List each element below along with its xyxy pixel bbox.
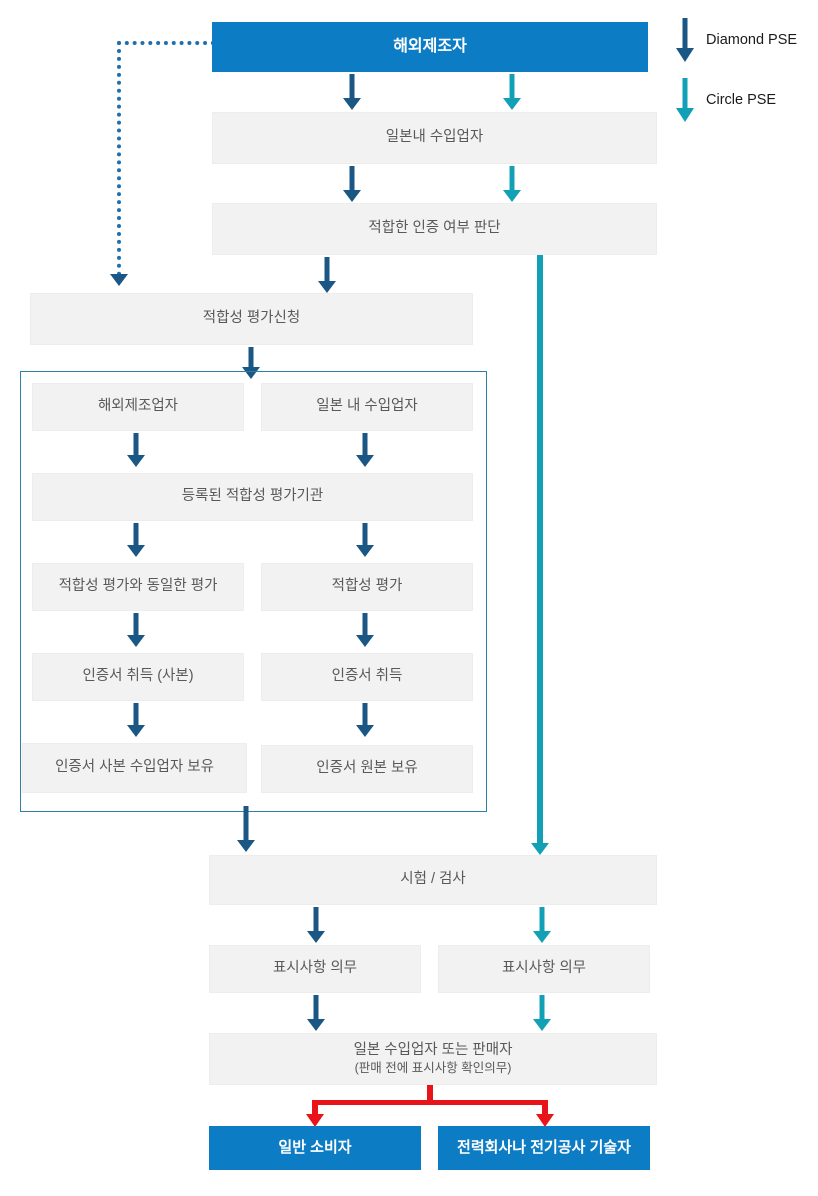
node-label-line1: 일본 수입업자 또는 판매자 <box>353 1042 513 1059</box>
node-same-evaluation[interactable]: 적합성 평가와 동일한 평가 <box>32 563 244 611</box>
legend-item-circle-pse: Circle PSE <box>676 78 776 122</box>
node-overseas-manufacturer-2[interactable]: 해외제조업자 <box>32 383 244 431</box>
node-overseas-manufacturer[interactable]: 해외제조자 <box>212 22 648 72</box>
node-certificate-copy-held-by-importer[interactable]: 인증서 사본 수입업자 보유 <box>22 743 247 793</box>
evaluation-group-frame <box>20 371 487 812</box>
node-certificate-original-held[interactable]: 인증서 원본 보유 <box>261 745 473 793</box>
red-connector-bar <box>312 1100 548 1105</box>
legend-label-circle-pse: Circle PSE <box>706 92 777 108</box>
node-label: 적합성 평가 <box>331 578 403 595</box>
node-power-company-or-electrician[interactable]: 전력회사나 전기공사 기술자 <box>438 1126 650 1170</box>
node-general-consumer[interactable]: 일반 소비자 <box>209 1126 421 1170</box>
node-label: 일본내 수입업자 <box>385 129 484 146</box>
node-label: 표시사항 의무 <box>501 960 587 977</box>
node-label: 시험 / 검사 <box>400 871 466 888</box>
node-label: 인증서 원본 보유 <box>316 760 418 777</box>
down-arrow-icon <box>676 18 694 62</box>
legend-label-diamond-pse: Diamond PSE <box>706 32 798 48</box>
node-importer-or-seller[interactable]: 일본 수입업자 또는 판매자 (판매 전에 표시사항 확인의무) <box>209 1033 657 1085</box>
node-suitability-judgement[interactable]: 적합한 인증 여부 판단 <box>212 203 657 255</box>
node-label: 해외제조업자 <box>97 398 179 415</box>
red-connector-stem <box>427 1085 433 1103</box>
node-certificate-copy[interactable]: 인증서 취득 (사본) <box>32 653 244 701</box>
node-label: 인증서 취득 <box>331 668 403 685</box>
legend-item-diamond-pse: Diamond PSE <box>676 18 797 62</box>
node-label: 일본 내 수입업자 <box>316 398 418 415</box>
node-registered-evaluation-body[interactable]: 등록된 적합성 평가기관 <box>32 473 473 521</box>
node-conformity-evaluation[interactable]: 적합성 평가 <box>261 563 473 611</box>
node-certificate-obtain[interactable]: 인증서 취득 <box>261 653 473 701</box>
node-test-inspection[interactable]: 시험 / 검사 <box>209 855 657 905</box>
node-label: 등록된 적합성 평가기관 <box>181 488 324 505</box>
node-label: 적합성 평가신청 <box>202 310 301 327</box>
bypass-line-circle-pse <box>537 255 543 845</box>
node-japan-importer[interactable]: 일본내 수입업자 <box>212 112 657 164</box>
node-label: 해외제조자 <box>393 38 467 56</box>
node-label-line2: (판매 전에 표시사항 확인의무) <box>354 1061 512 1076</box>
node-japan-importer-2[interactable]: 일본 내 수입업자 <box>261 383 473 431</box>
dotted-feedback-horizontal <box>117 41 215 45</box>
node-label: 인증서 취득 (사본) <box>82 668 194 685</box>
node-labeling-duty-right[interactable]: 표시사항 의무 <box>438 945 650 993</box>
node-label: 일반 소비자 <box>278 1139 352 1157</box>
node-label: 인증서 사본 수입업자 보유 <box>55 759 214 776</box>
node-labeling-duty-left[interactable]: 표시사항 의무 <box>209 945 421 993</box>
down-arrow-icon <box>676 78 694 122</box>
node-label: 전력회사나 전기공사 기술자 <box>457 1139 631 1157</box>
node-label: 적합성 평가와 동일한 평가 <box>58 578 218 595</box>
node-conformity-application[interactable]: 적합성 평가신청 <box>30 293 473 345</box>
dotted-feedback-vertical <box>117 41 121 284</box>
node-label: 표시사항 의무 <box>272 960 358 977</box>
node-label: 적합한 인증 여부 판단 <box>368 220 501 237</box>
